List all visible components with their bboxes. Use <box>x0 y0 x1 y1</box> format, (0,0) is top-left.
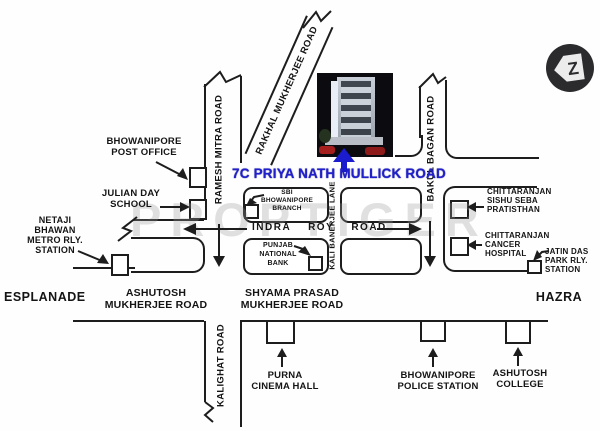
jatin-das-label: JATIN DAS PARK RLY. STATION <box>545 247 589 274</box>
julian-day-label: JULIAN DAY SCHOOL <box>101 188 161 210</box>
kalighat-break <box>203 401 215 423</box>
police-label: BHOWANIPORE POLICE STATION <box>397 370 479 392</box>
kali-banerjee-lane-label: KALI BANERJEE LANE <box>327 181 337 270</box>
kalighat-road-left-edge <box>204 321 206 402</box>
block-ne <box>340 187 422 223</box>
bottom-road-west <box>73 320 204 322</box>
purna-label: PURNA CINEMA HALL <box>251 370 319 392</box>
foliage <box>319 129 331 143</box>
ramesh-mitra-road-label: RAMESH MITRA ROAD <box>213 94 225 205</box>
building-stairwell <box>331 81 338 143</box>
indra-roy-road-label: INDRA ROY ROAD <box>252 222 387 233</box>
page-title: 7C PRIYA NATH MULLICK ROAD <box>232 166 446 181</box>
ramesh-down-arrowhead <box>213 256 225 267</box>
ashutosh-road-label: ASHUTOSH MUKHERJEE ROAD <box>104 287 208 311</box>
bakul-break <box>418 72 447 89</box>
metro-station-box <box>111 254 129 276</box>
pnb-box <box>308 256 323 271</box>
building-ground-floor <box>325 137 383 145</box>
college-arrowhead <box>513 347 523 356</box>
metro-arrowhead <box>97 254 109 264</box>
bakul-east-corner-road <box>445 137 539 159</box>
post-office-arrow <box>155 161 182 176</box>
watermark: PROPTIGER <box>130 193 488 246</box>
brand-logo: Z <box>546 44 594 92</box>
police-arrowhead <box>428 348 438 357</box>
kalighat-road-label: KALIGHAT ROAD <box>215 324 227 407</box>
jatin-das-box <box>527 260 542 274</box>
netaji-metro-label: NETAJI BHAWAN METRO RLY. STATION <box>27 215 83 256</box>
esplanade-label: ESPLANADE <box>4 290 86 304</box>
college-notch <box>505 322 531 344</box>
hazra-loop-road <box>443 186 537 272</box>
car-right <box>365 147 385 155</box>
post-office-label: BHOWANIPORE POST OFFICE <box>106 136 182 158</box>
hazra-label: HAZRA <box>535 290 583 304</box>
bakul-bagan-road-label: BAKUL BAGAN ROAD <box>425 95 437 202</box>
purna-notch <box>266 322 295 344</box>
bakul-bagan-road-left-edge <box>419 86 421 138</box>
purna-arrowhead <box>277 348 287 357</box>
ramesh-break <box>203 70 242 88</box>
bottom-road-east <box>240 320 548 322</box>
building-windows <box>341 81 371 139</box>
building-photo <box>317 73 393 157</box>
bakul-bagan-road-right-edge <box>445 80 447 140</box>
rakhal-mukherjee-road-label: RAKHAL MUKHERJEE ROAD <box>253 24 321 157</box>
ramesh-mitra-road-left-edge <box>204 84 206 220</box>
esplanade-road-edge <box>73 267 135 269</box>
cancer-hospital-label: CHITTARANJAN CANCER HOSPITAL <box>485 231 550 258</box>
svg-text:Z: Z <box>566 58 580 79</box>
pnb-label: PUNJAB NATIONAL BANK <box>259 242 297 268</box>
bakul-down-arrowhead <box>424 256 436 267</box>
kalighat-road-right-edge <box>240 321 242 427</box>
brand-logo-glyph: Z <box>554 53 585 82</box>
post-office-arrowhead <box>177 168 188 180</box>
sishu-seba-label: CHITTARANJAN SISHU SEBA PRATISTHAN <box>487 187 552 214</box>
esplanade-corner <box>131 237 205 273</box>
julian-day-school-box <box>189 199 207 220</box>
sbi-label: SBI BHOWANIPORE BRANCH <box>260 189 314 213</box>
bakul-west-corner <box>395 135 423 157</box>
post-office-box <box>189 167 207 188</box>
shyama-road-label: SHYAMA PRASAD MUKHERJEE ROAD <box>240 287 344 311</box>
block-se <box>340 238 422 275</box>
police-notch <box>420 322 446 342</box>
college-label: ASHUTOSH COLLEGE <box>492 368 548 390</box>
car-left <box>319 146 335 154</box>
ramesh-mitra-road-right-edge <box>240 76 242 163</box>
indra-roy-west-edge <box>133 219 204 221</box>
